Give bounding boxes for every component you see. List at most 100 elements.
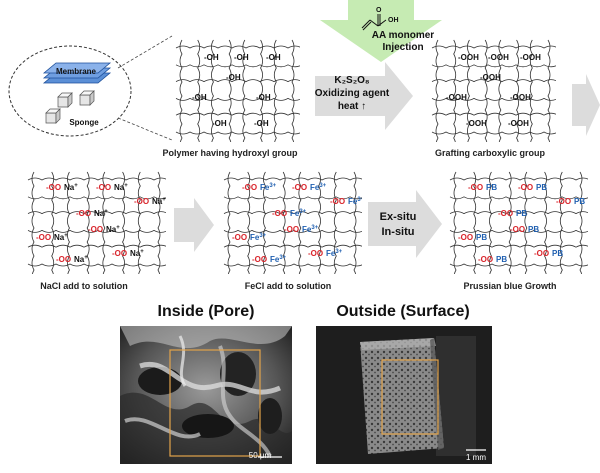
carboxyl-group-label: -OOH <box>508 119 529 128</box>
hydroxyl-group-label: -OH <box>266 53 281 62</box>
carboxylate-anion-label: -OO <box>134 197 149 206</box>
carboxylate-anion-label: -OO <box>76 209 91 218</box>
hydroxyl-group-label: -OH <box>204 53 219 62</box>
monomer-o-text: O <box>376 7 382 14</box>
carboxylate-anion-label: -OO <box>232 233 247 242</box>
polymer-chain-grid <box>431 39 556 142</box>
carboxyl-group-label: -OOH <box>446 93 467 102</box>
monomer-oh-text: OH <box>388 17 399 24</box>
panel5-label: Prussian blue Growth <box>463 281 557 291</box>
iron-ion-label: Fe3+ <box>250 233 267 242</box>
sodium-ion-label: Na+ <box>106 225 120 234</box>
iron-ion-label: Fe3+ <box>310 183 327 192</box>
carboxyl-group-label: -OOH <box>510 93 531 102</box>
carboxyl-group-label: -OOH <box>466 119 487 128</box>
monomer-label-line1: AA monomer <box>371 30 435 41</box>
carboxylate-anion-label: -OO <box>36 233 51 242</box>
material-inset: Membrane Sponge <box>6 43 134 139</box>
membrane-sheets-icon <box>42 62 112 84</box>
heat-label: heat ↑ <box>337 101 367 112</box>
iron-ion-label: Fe3+ <box>348 197 362 206</box>
carboxylate-anion-label: -OO <box>284 225 299 234</box>
hydroxyl-group-label: -OH <box>254 119 269 128</box>
carboxylate-anion-label: -OO <box>556 197 571 206</box>
carboxylate-anion-label: -OO <box>292 183 307 192</box>
carboxyl-group-label: -OOH <box>458 53 479 62</box>
carboxylate-anion-label: -OO <box>252 255 267 264</box>
hydroxyl-group-label: -OH <box>192 93 207 102</box>
sem-inside-image: 50 μm <box>120 326 292 464</box>
prussian-blue-label: PB <box>486 183 497 192</box>
prussian-blue-label: PB <box>476 233 487 242</box>
fecl-mesh-panel: -OOFe3+-OOFe3+-OOFe3+-OOFe3+-OOFe3+-OOFe… <box>223 171 362 274</box>
oxidation-step-arrow <box>315 62 413 130</box>
carboxyl-group-label: -OOH <box>520 53 541 62</box>
carboxylate-anion-label: -OO <box>510 225 525 234</box>
polymer-mesh-panel: -OH-OH-OH-OH-OH-OH-OH-OH <box>175 39 300 142</box>
carboxylate-anion-label: -OO <box>458 233 473 242</box>
carboxylate-anion-label: -OO <box>96 183 111 192</box>
hydroxyl-group-label: -OH <box>256 93 271 102</box>
carboxylate-anion-label: -OO <box>330 197 345 206</box>
acrylic-acid-structure-icon <box>361 14 387 31</box>
sem-inside-zoom-frame <box>169 349 261 457</box>
sem-outside-zoom-frame <box>381 359 439 435</box>
carboxylate-anion-label: -OO <box>272 209 287 218</box>
iron-ion-label: Fe3+ <box>260 183 277 192</box>
panel3-label: NaCl add to solution <box>40 281 128 291</box>
hydroxyl-group-label: -OH <box>212 119 227 128</box>
iron-ion-label: Fe3+ <box>270 255 287 264</box>
sem-outside-title: Outside (Surface) <box>336 303 470 320</box>
carboxylate-anion-label: -OO <box>88 225 103 234</box>
sodium-ion-label: Na+ <box>114 183 128 192</box>
sem-inside-title: Inside (Pore) <box>157 303 255 320</box>
sem-outside-scale: 1 mm <box>466 453 486 462</box>
prussian-blue-label: PB <box>528 225 539 234</box>
carboxylate-anion-label: -OO <box>56 255 71 264</box>
carboxylate-anion-label: -OO <box>112 249 127 258</box>
sodium-ion-label: Na+ <box>74 255 88 264</box>
exsitu-insitu-arrow <box>368 190 442 258</box>
carboxylate-anion-label: -OO <box>478 255 493 264</box>
oxidizing-agent-label: Oxidizing agent <box>314 88 390 99</box>
sodium-ion-label: Na+ <box>130 249 144 258</box>
polymer-chain-grid <box>449 171 588 274</box>
panel1-label: Polymer having hydroxyl group <box>162 148 298 158</box>
membrane-label: Membrane <box>56 67 97 76</box>
exsitu-label: Ex-situ <box>379 211 417 223</box>
reagent-label: K₂S₂O₈ <box>334 75 370 86</box>
carboxylate-anion-label: -OO <box>46 183 61 192</box>
carboxyl-group-label: -OOH <box>480 73 501 82</box>
monomer-label-line2: Injection <box>382 42 424 53</box>
sponge-label: Sponge <box>69 118 99 127</box>
panel2-label: Grafting carboxylic group <box>434 148 546 158</box>
polymer-chain-grid <box>175 39 300 142</box>
sodium-ion-label: Na+ <box>64 183 78 192</box>
iron-ion-label: Fe3+ <box>302 225 319 234</box>
carboxyl-group-label: -OOH <box>488 53 509 62</box>
prussian-blue-label: PB <box>516 209 527 218</box>
carboxylate-anion-label: -OO <box>468 183 483 192</box>
polymer-chain-grid <box>27 171 166 274</box>
continue-arrow-right <box>572 74 600 136</box>
iron-ion-label: Fe3+ <box>326 249 343 258</box>
carboxylate-anion-label: -OO <box>242 183 257 192</box>
carboxylate-anion-label: -OO <box>518 183 533 192</box>
insitu-label: In-situ <box>381 226 415 238</box>
grafted-mesh-panel: -OOH -OOH -OOH -OOH -OOH -OOH -OOH -OOH <box>431 39 556 142</box>
sodium-ion-label: Na+ <box>54 233 68 242</box>
polymer-chain-grid <box>223 171 362 274</box>
carboxylate-anion-label: -OO <box>534 249 549 258</box>
carboxylate-anion-label: -OO <box>308 249 323 258</box>
monomer-injection-arrow: OH O <box>320 0 442 62</box>
iron-ion-label: Fe3+ <box>290 209 307 218</box>
carboxylate-anion-label: -OO <box>498 209 513 218</box>
prussian-blue-label: PB <box>496 255 507 264</box>
sponge-cubes-icon <box>45 90 95 124</box>
sodium-ion-label: Na+ <box>152 197 166 206</box>
panel4-label: FeCl add to solution <box>244 281 332 291</box>
prussian-blue-label: PB <box>536 183 547 192</box>
